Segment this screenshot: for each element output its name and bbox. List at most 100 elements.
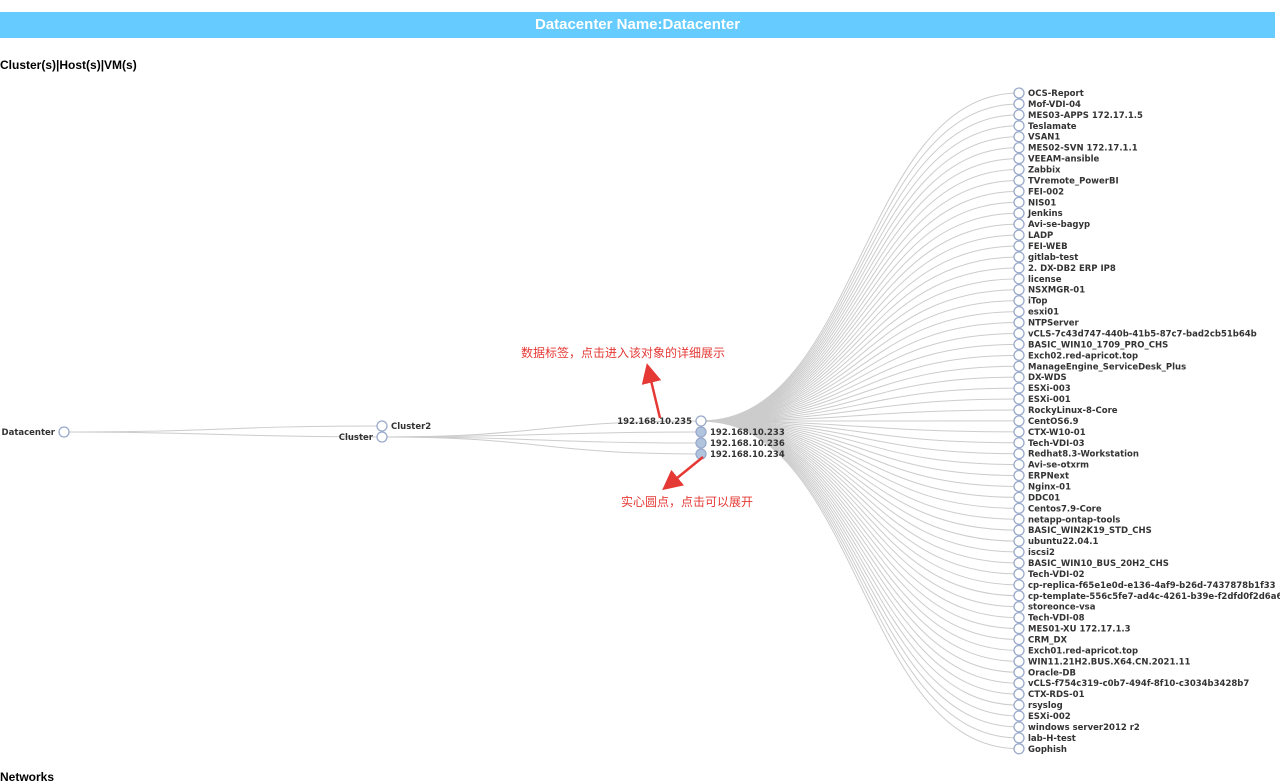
- vm-node-8-circle[interactable]: [1014, 175, 1024, 185]
- vm-node-11[interactable]: Jenkins: [1014, 208, 1063, 219]
- vm-node-60-label[interactable]: Gophish: [1028, 745, 1067, 755]
- vm-node-50-label[interactable]: CRM_DX: [1028, 636, 1068, 646]
- vm-node-27-circle[interactable]: [1014, 383, 1024, 393]
- vm-node-7[interactable]: Zabbix: [1014, 165, 1061, 176]
- vm-node-23[interactable]: BASIC_WIN10_1709_PRO_CHS: [1014, 339, 1168, 350]
- vm-node-23-circle[interactable]: [1014, 339, 1024, 349]
- host-node-2-circle[interactable]: [696, 438, 706, 448]
- vm-node-8-label[interactable]: TVremote_PowerBI: [1028, 176, 1119, 186]
- vm-node-39[interactable]: netapp-ontap-tools: [1014, 514, 1120, 525]
- vm-node-38-circle[interactable]: [1014, 503, 1024, 513]
- vm-node-43-label[interactable]: BASIC_WIN10_BUS_20H2_CHS: [1028, 559, 1169, 569]
- vm-node-0[interactable]: OCS-Report: [1014, 88, 1084, 99]
- vm-node-1-circle[interactable]: [1014, 99, 1024, 109]
- vm-node-17[interactable]: license: [1014, 274, 1062, 285]
- vm-node-55-label[interactable]: CTX-RDS-01: [1028, 690, 1085, 700]
- cluster-node-1-label[interactable]: Cluster: [339, 433, 374, 443]
- vm-node-41-circle[interactable]: [1014, 536, 1024, 546]
- vm-node-42-circle[interactable]: [1014, 547, 1024, 557]
- vm-node-22-label[interactable]: vCLS-7c43d747-440b-41b5-87c7-bad2cb51b64…: [1028, 329, 1257, 339]
- host-node-3[interactable]: 192.168.10.234: [696, 449, 785, 460]
- vm-node-17-label[interactable]: license: [1028, 275, 1062, 285]
- vm-node-20-circle[interactable]: [1014, 307, 1024, 317]
- vm-node-48-label[interactable]: Tech-VDI-08: [1028, 614, 1085, 624]
- vm-node-3-label[interactable]: Teslamate: [1028, 122, 1077, 132]
- vm-node-53-label[interactable]: Oracle-DB: [1028, 668, 1076, 678]
- vm-node-36[interactable]: Nginx-01: [1014, 481, 1071, 492]
- vm-node-42[interactable]: iscsi2: [1014, 547, 1055, 558]
- vm-node-53-circle[interactable]: [1014, 667, 1024, 677]
- vm-node-37-circle[interactable]: [1014, 492, 1024, 502]
- datacenter-node-label[interactable]: Datacenter: [2, 428, 56, 438]
- vm-node-7-label[interactable]: Zabbix: [1028, 166, 1061, 176]
- vm-node-11-circle[interactable]: [1014, 208, 1024, 218]
- vm-node-35-label[interactable]: ERPNext: [1028, 472, 1069, 482]
- vm-node-48[interactable]: Tech-VDI-08: [1014, 613, 1085, 624]
- cluster-node-0-label[interactable]: Cluster2: [391, 422, 431, 432]
- vm-node-44-label[interactable]: Tech-VDI-02: [1028, 570, 1085, 580]
- vm-node-26-label[interactable]: DX-WDS: [1028, 373, 1067, 383]
- vm-node-9-circle[interactable]: [1014, 186, 1024, 196]
- vm-node-9-label[interactable]: FEI-002: [1028, 187, 1064, 197]
- vm-node-16[interactable]: 2. DX-DB2 ERP IP8: [1014, 263, 1116, 274]
- vm-node-12[interactable]: Avi-se-bagyp: [1014, 219, 1090, 230]
- vm-node-4-circle[interactable]: [1014, 132, 1024, 142]
- vm-node-46-label[interactable]: cp-template-556c5fe7-ad4c-4261-b39e-f2df…: [1028, 592, 1280, 602]
- vm-node-16-circle[interactable]: [1014, 263, 1024, 273]
- host-node-1[interactable]: 192.168.10.233: [696, 427, 785, 438]
- vm-node-17-circle[interactable]: [1014, 274, 1024, 284]
- vm-node-35[interactable]: ERPNext: [1014, 471, 1069, 482]
- vm-node-23-label[interactable]: BASIC_WIN10_1709_PRO_CHS: [1028, 340, 1168, 350]
- vm-node-55[interactable]: CTX-RDS-01: [1014, 689, 1085, 700]
- vm-node-14-label[interactable]: FEI-WEB: [1028, 242, 1068, 252]
- vm-node-58[interactable]: windows server2012 r2: [1014, 722, 1140, 733]
- vm-node-55-circle[interactable]: [1014, 689, 1024, 699]
- vm-node-25[interactable]: ManageEngine_ServiceDesk_Plus: [1014, 361, 1186, 372]
- vm-node-5[interactable]: MES02-SVN 172.17.1.1: [1014, 143, 1138, 154]
- vm-node-13-circle[interactable]: [1014, 230, 1024, 240]
- vm-node-2[interactable]: MES03-APPS 172.17.1.5: [1014, 110, 1143, 121]
- vm-node-51-label[interactable]: Exch01.red-apricot.top: [1028, 646, 1138, 656]
- vm-node-24-label[interactable]: Exch02.red-apricot.top: [1028, 351, 1138, 361]
- vm-node-52-label[interactable]: WIN11.21H2.BUS.X64.CN.2021.11: [1028, 657, 1191, 667]
- vm-node-25-label[interactable]: ManageEngine_ServiceDesk_Plus: [1028, 362, 1186, 372]
- vm-node-15-circle[interactable]: [1014, 252, 1024, 262]
- vm-node-30[interactable]: CentOS6.9: [1014, 416, 1079, 427]
- vm-node-9[interactable]: FEI-002: [1014, 186, 1064, 197]
- vm-node-2-label[interactable]: MES03-APPS 172.17.1.5: [1028, 111, 1143, 121]
- vm-node-5-circle[interactable]: [1014, 143, 1024, 153]
- vm-node-37-label[interactable]: DDC01: [1028, 493, 1060, 503]
- vm-node-35-circle[interactable]: [1014, 471, 1024, 481]
- vm-node-59[interactable]: lab-H-test: [1014, 733, 1076, 744]
- vm-node-4-label[interactable]: VSAN1: [1028, 133, 1060, 143]
- vm-node-41-label[interactable]: ubuntu22.04.1: [1028, 537, 1098, 547]
- vm-node-28[interactable]: ESXi-001: [1014, 394, 1071, 405]
- vm-node-47-circle[interactable]: [1014, 602, 1024, 612]
- vm-node-50[interactable]: CRM_DX: [1014, 635, 1068, 646]
- vm-node-37[interactable]: DDC01: [1014, 492, 1060, 503]
- datacenter-node-circle[interactable]: [59, 427, 69, 437]
- host-node-2-label[interactable]: 192.168.10.236: [710, 439, 785, 449]
- vm-node-49-circle[interactable]: [1014, 624, 1024, 634]
- vm-node-34-circle[interactable]: [1014, 460, 1024, 470]
- vm-node-48-circle[interactable]: [1014, 613, 1024, 623]
- vm-node-24[interactable]: Exch02.red-apricot.top: [1014, 350, 1138, 361]
- vm-node-28-label[interactable]: ESXi-001: [1028, 395, 1071, 405]
- vm-node-45-circle[interactable]: [1014, 580, 1024, 590]
- vm-node-60[interactable]: Gophish: [1014, 744, 1067, 755]
- vm-node-26-circle[interactable]: [1014, 372, 1024, 382]
- vm-node-52-circle[interactable]: [1014, 656, 1024, 666]
- vm-node-33[interactable]: Redhat8.3-Workstation: [1014, 449, 1139, 460]
- vm-node-54[interactable]: vCLS-f754c319-c0b7-494f-8f10-c3034b3428b…: [1014, 678, 1249, 689]
- vm-node-51-circle[interactable]: [1014, 645, 1024, 655]
- vm-node-12-label[interactable]: Avi-se-bagyp: [1028, 220, 1090, 230]
- vm-node-39-circle[interactable]: [1014, 514, 1024, 524]
- vm-node-30-circle[interactable]: [1014, 416, 1024, 426]
- vm-node-36-label[interactable]: Nginx-01: [1028, 482, 1071, 492]
- vm-node-33-label[interactable]: Redhat8.3-Workstation: [1028, 450, 1139, 460]
- vm-node-16-label[interactable]: 2. DX-DB2 ERP IP8: [1028, 264, 1116, 274]
- vm-node-15[interactable]: gitlab-test: [1014, 252, 1078, 263]
- vm-node-21-label[interactable]: NTPServer: [1028, 319, 1080, 329]
- vm-node-22-circle[interactable]: [1014, 328, 1024, 338]
- vm-node-25-circle[interactable]: [1014, 361, 1024, 371]
